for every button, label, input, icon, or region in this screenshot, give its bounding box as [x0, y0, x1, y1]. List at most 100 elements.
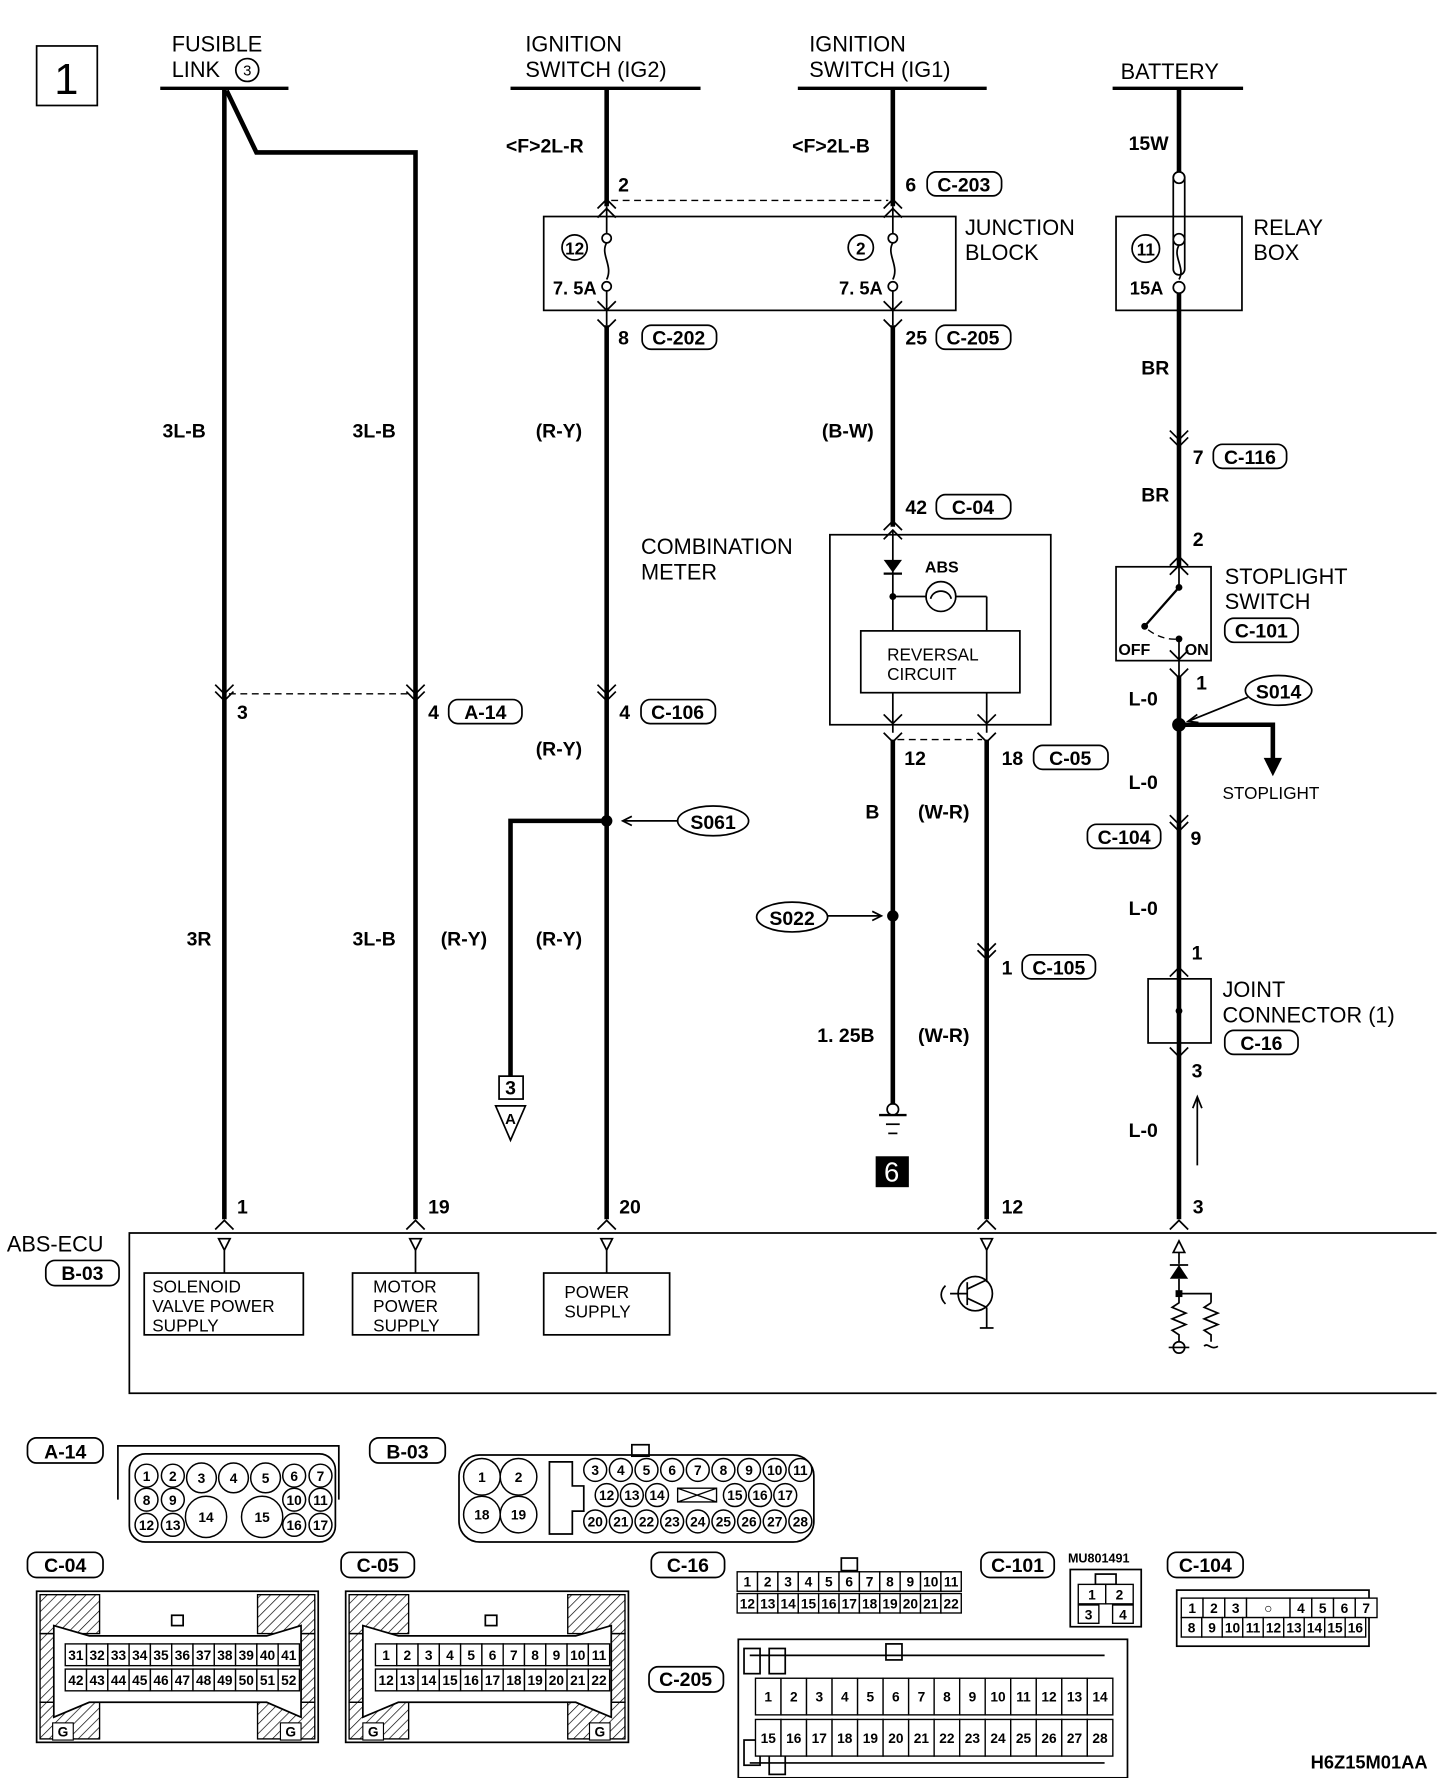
- svg-text:3R: 3R: [187, 929, 212, 951]
- svg-text:CIRCUIT: CIRCUIT: [887, 664, 957, 684]
- svg-text:16: 16: [1348, 1620, 1364, 1635]
- connector-pin: 18: [831, 1718, 859, 1757]
- connector-pin: 12: [1035, 1677, 1063, 1716]
- svg-text:7: 7: [317, 1469, 325, 1484]
- connector-pin: 14: [777, 1592, 799, 1614]
- connector-pin: 9: [899, 1571, 922, 1592]
- svg-text:2: 2: [764, 1575, 772, 1590]
- svg-text:(R-Y): (R-Y): [536, 420, 582, 442]
- svg-text:1: 1: [478, 1470, 486, 1485]
- connector-pin: 3: [1077, 1604, 1100, 1624]
- svg-text:9: 9: [969, 1690, 977, 1705]
- svg-text:4: 4: [619, 702, 630, 724]
- svg-text:12: 12: [1041, 1690, 1057, 1705]
- svg-text:3: 3: [198, 1471, 206, 1486]
- svg-text:8: 8: [886, 1575, 894, 1590]
- connector-pin: 4: [217, 1462, 250, 1494]
- svg-text:11: 11: [1246, 1620, 1261, 1635]
- svg-text:37: 37: [196, 1648, 212, 1663]
- svg-text:SWITCH (IG1): SWITCH (IG1): [809, 57, 950, 82]
- svg-text:6: 6: [892, 1690, 900, 1705]
- svg-text:45: 45: [132, 1673, 148, 1688]
- svg-text:3: 3: [1193, 1197, 1204, 1219]
- svg-text:15W: 15W: [1129, 133, 1170, 155]
- connector-pin: 21: [566, 1668, 590, 1692]
- svg-text:3: 3: [1232, 1601, 1240, 1616]
- svg-text:10: 10: [1225, 1620, 1241, 1635]
- svg-text:4: 4: [805, 1575, 813, 1590]
- svg-text:C-203: C-203: [937, 174, 990, 196]
- svg-text:18: 18: [837, 1731, 853, 1746]
- svg-text:16: 16: [287, 1518, 303, 1533]
- svg-text:2: 2: [790, 1690, 798, 1705]
- connector-pin: ○: [1245, 1597, 1291, 1619]
- svg-text:18: 18: [474, 1508, 490, 1523]
- svg-text:39: 39: [239, 1648, 255, 1663]
- svg-text:(W-R): (W-R): [918, 802, 969, 824]
- svg-text:35: 35: [153, 1648, 169, 1663]
- connector-pin: 2: [396, 1643, 419, 1667]
- svg-text:7: 7: [1193, 447, 1204, 469]
- svg-text:46: 46: [153, 1673, 169, 1688]
- svg-text:4: 4: [1119, 1607, 1127, 1622]
- svg-text:19: 19: [428, 1197, 450, 1219]
- connector-pin: 50: [234, 1668, 258, 1692]
- connector-pin: 21: [907, 1718, 935, 1757]
- svg-text:12: 12: [378, 1673, 394, 1688]
- connector-pin: 8: [134, 1487, 159, 1512]
- connector-pin: 41: [277, 1643, 301, 1667]
- svg-text:18: 18: [1002, 748, 1024, 770]
- svg-text:LINK: LINK: [172, 57, 221, 82]
- svg-text:SUPPLY: SUPPLY: [564, 1302, 631, 1322]
- svg-text:2: 2: [1116, 1587, 1124, 1602]
- svg-text:1: 1: [1196, 672, 1207, 694]
- svg-text:BR: BR: [1141, 357, 1169, 379]
- svg-text:G: G: [594, 1725, 605, 1740]
- connector-pin: 9: [545, 1643, 568, 1667]
- svg-text:1. 25B: 1. 25B: [817, 1025, 874, 1047]
- connector-pin: 15: [1324, 1616, 1346, 1638]
- svg-text:MOTOR: MOTOR: [373, 1276, 437, 1296]
- connector-pin: 4: [438, 1643, 462, 1667]
- connector-pin: 6: [281, 1463, 307, 1488]
- connector-pin: 40: [256, 1643, 279, 1667]
- connector-pin: 4: [1111, 1604, 1134, 1624]
- svg-text:SUPPLY: SUPPLY: [373, 1315, 440, 1335]
- svg-text:8: 8: [1188, 1620, 1196, 1635]
- connector-pin: 13: [1061, 1677, 1088, 1716]
- svg-text:G: G: [368, 1725, 379, 1740]
- svg-text:16: 16: [821, 1596, 837, 1611]
- svg-text:7: 7: [918, 1690, 926, 1705]
- connector-pin: 10: [281, 1487, 307, 1512]
- connector-pin: 48: [192, 1668, 215, 1692]
- connector-pin: 18: [502, 1668, 526, 1692]
- svg-text:JOINT: JOINT: [1222, 977, 1285, 1002]
- connector-pin: 32: [85, 1643, 109, 1667]
- svg-text:C-04: C-04: [44, 1555, 86, 1577]
- svg-text:IGNITION: IGNITION: [525, 32, 622, 57]
- connector-pin: 22: [940, 1592, 962, 1614]
- connector-pin: 16: [817, 1592, 840, 1614]
- svg-text:4: 4: [1297, 1601, 1305, 1616]
- connector-pin: 7: [308, 1463, 333, 1488]
- svg-text:(R-Y): (R-Y): [536, 739, 582, 761]
- svg-text:C-04: C-04: [952, 497, 994, 519]
- svg-text:C-105: C-105: [1032, 957, 1085, 979]
- svg-text:14: 14: [649, 1488, 665, 1503]
- connector-pin: 19: [523, 1668, 547, 1692]
- svg-text:41: 41: [281, 1648, 297, 1663]
- svg-text:BR: BR: [1141, 485, 1169, 507]
- svg-text:L-0: L-0: [1129, 772, 1158, 794]
- svg-text:STOPLIGHT: STOPLIGHT: [1225, 564, 1348, 589]
- svg-text:13: 13: [1286, 1620, 1302, 1635]
- svg-text:C-05: C-05: [1049, 748, 1091, 770]
- svg-text:G: G: [285, 1725, 296, 1740]
- combination-meter: COMBINATION METER ABS REVERSAL CIRCUIT: [641, 519, 1052, 744]
- svg-text:3: 3: [505, 1077, 516, 1099]
- svg-text:C-205: C-205: [659, 1669, 712, 1691]
- svg-text:8: 8: [143, 1493, 151, 1508]
- svg-text:12: 12: [1002, 1197, 1024, 1219]
